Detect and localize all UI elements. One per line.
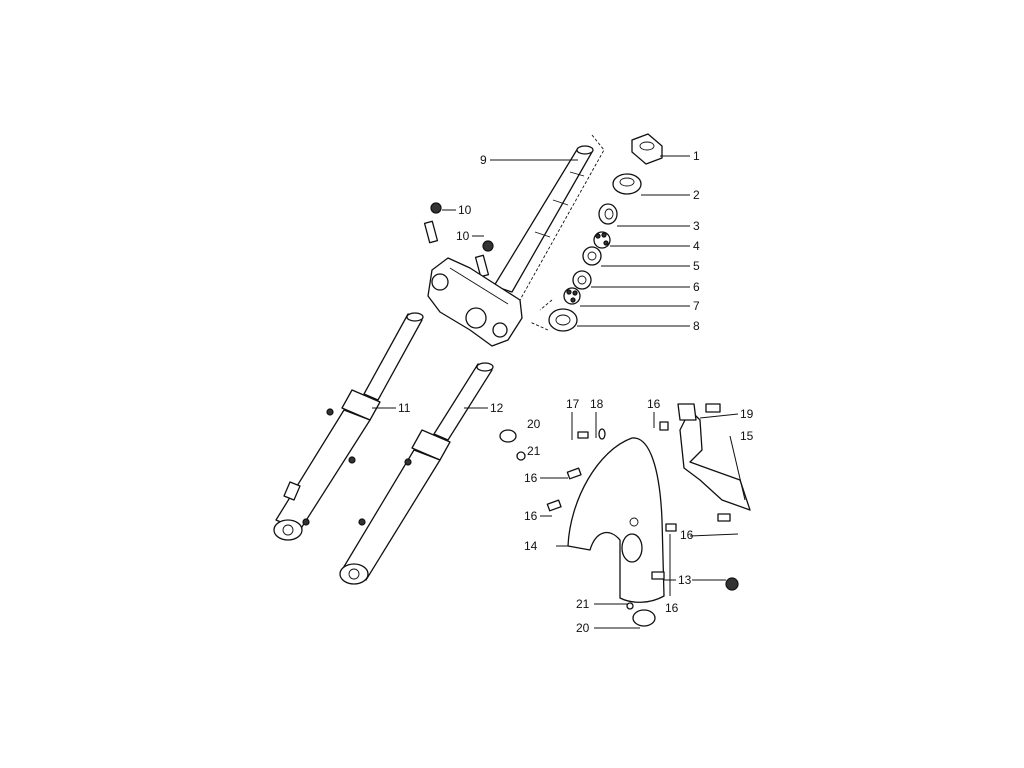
callout-19: 19 xyxy=(740,407,754,421)
washer-18 xyxy=(598,428,606,440)
callout-20b: 20 xyxy=(576,621,590,635)
callout-21b: 21 xyxy=(576,597,590,611)
callout-4: 4 xyxy=(693,239,700,253)
fork-leg-right xyxy=(339,362,494,585)
callout-14: 14 xyxy=(524,539,538,553)
leader-lines xyxy=(372,155,746,629)
callout-5: 5 xyxy=(693,259,700,273)
bolt-10b xyxy=(474,240,494,278)
callout-12: 12 xyxy=(490,401,504,415)
callout-21a: 21 xyxy=(527,444,541,458)
bolt-10a xyxy=(423,202,442,244)
mudguard-bracket xyxy=(677,403,751,511)
callout-16a: 16 xyxy=(647,397,661,411)
callout-11: 11 xyxy=(398,401,411,415)
washer-3 xyxy=(598,203,618,225)
callout-20a: 20 xyxy=(527,417,541,431)
callout-labels: 9 1 2 3 4 5 6 7 8 10 10 11 12 17 18 16 1… xyxy=(398,149,754,635)
callout-2: 2 xyxy=(693,188,700,202)
screw-16f xyxy=(651,571,665,580)
race-6 xyxy=(572,270,592,290)
callout-16e: 16 xyxy=(665,601,679,615)
callout-10a: 10 xyxy=(458,203,472,217)
bolt-13 xyxy=(725,577,739,591)
callout-13: 13 xyxy=(678,573,692,587)
front-fender xyxy=(567,437,665,603)
head-nut-1 xyxy=(631,133,663,165)
screw-16a xyxy=(566,467,582,480)
callout-16d: 16 xyxy=(680,528,694,542)
washer-20a xyxy=(499,429,517,443)
callout-18: 18 xyxy=(590,397,604,411)
washer-21b xyxy=(626,602,634,610)
lower-triple-clamp xyxy=(427,257,523,347)
callout-1: 1 xyxy=(693,149,700,163)
race-5 xyxy=(582,246,602,266)
screw-16e xyxy=(717,513,731,522)
callout-6: 6 xyxy=(693,280,700,294)
locknut-2 xyxy=(612,173,642,195)
washer-20b xyxy=(632,609,656,627)
callout-7: 7 xyxy=(693,299,700,313)
callout-8: 8 xyxy=(693,319,700,333)
callout-16b: 16 xyxy=(524,471,538,485)
bearing-7 xyxy=(563,287,581,305)
callout-17: 17 xyxy=(566,397,580,411)
fork-leg-left xyxy=(273,312,424,541)
washer-21a xyxy=(516,451,526,461)
bearing-4 xyxy=(593,231,611,249)
callout-16c: 16 xyxy=(524,509,538,523)
screw-16b xyxy=(546,499,562,512)
callout-10b: 10 xyxy=(456,229,470,243)
screw-16d xyxy=(665,523,677,532)
callout-9: 9 xyxy=(480,153,487,167)
steering-stem xyxy=(493,134,605,301)
callout-3: 3 xyxy=(693,219,700,233)
callout-15: 15 xyxy=(740,429,754,443)
screw-17 xyxy=(577,431,589,439)
dust-seal-8 xyxy=(548,308,578,332)
screw-16c xyxy=(659,421,669,431)
